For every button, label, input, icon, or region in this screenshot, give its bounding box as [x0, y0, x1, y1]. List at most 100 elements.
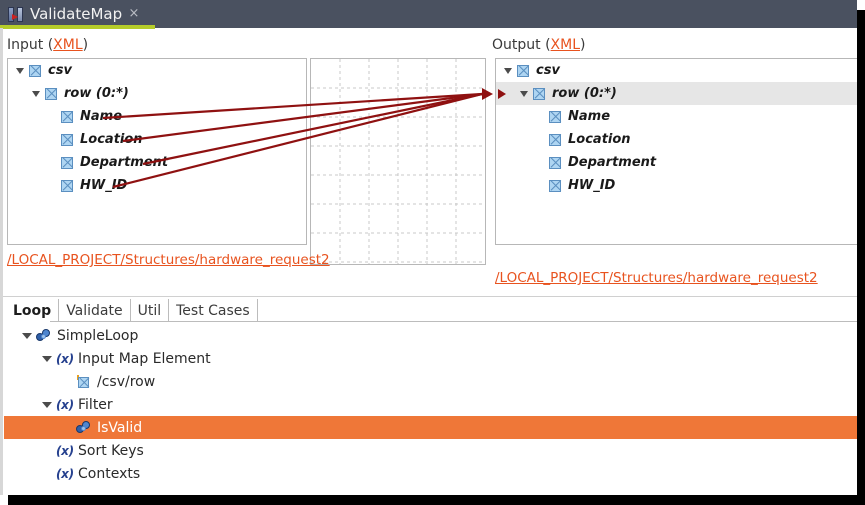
- loop-tree-item-label: SimpleLoop: [57, 327, 139, 344]
- input-tree-row-location[interactable]: Location: [8, 128, 306, 151]
- xml-element-icon: [61, 179, 73, 192]
- output-tree-row-name[interactable]: Name: [496, 105, 859, 128]
- tree-item-label: csv: [48, 63, 72, 78]
- output-xml-link[interactable]: XML: [550, 37, 581, 53]
- loop-tree-row-filter[interactable]: (x) Filter: [4, 393, 857, 416]
- gears-icon: [76, 421, 91, 434]
- tree-spacer: [48, 135, 57, 144]
- chevron-down-icon[interactable]: [32, 89, 41, 98]
- input-panel-header: Input (XML): [7, 37, 88, 53]
- tree-spacer: [42, 446, 52, 456]
- output-structure-path-link[interactable]: /LOCAL_PROJECT/Structures/hardware_reque…: [495, 270, 818, 286]
- workspace-tab-strip: Loop Validate Util Test Cases: [6, 299, 258, 321]
- tree-item-label: csv: [536, 63, 560, 78]
- tab-label: Test Cases: [176, 303, 250, 319]
- input-tree-row-hw-id[interactable]: HW_ID: [8, 174, 306, 197]
- tree-item-label: HW_ID: [568, 178, 616, 193]
- output-tree-row-location[interactable]: Location: [496, 128, 859, 151]
- tree-item-label: HW_ID: [80, 178, 128, 193]
- xml-element-icon: [61, 110, 73, 123]
- tab-strip-active-gap: [6, 321, 50, 322]
- tab-loop[interactable]: Loop: [6, 299, 60, 321]
- tree-item-label: row (0:*): [552, 86, 617, 101]
- tree-item-label: Location: [568, 132, 631, 147]
- loop-tree-item-label: Filter: [78, 396, 113, 413]
- editor-tab-validatemap[interactable]: ValidateMap: [0, 0, 155, 28]
- tab-label: Loop: [13, 303, 52, 319]
- function-icon: (x): [56, 443, 74, 458]
- chevron-down-icon[interactable]: [504, 66, 513, 75]
- loop-tree-item-label: Contexts: [78, 465, 141, 482]
- input-structure-path-link[interactable]: /LOCAL_PROJECT/Structures/hardware_reque…: [7, 252, 330, 268]
- xml-element-icon: [549, 133, 561, 146]
- function-icon: (x): [56, 466, 74, 481]
- window-edge-left: [0, 28, 3, 495]
- loop-tree-item-label: /csv/row: [97, 373, 156, 390]
- output-tree-row-csv[interactable]: csv: [496, 59, 859, 82]
- input-tree-row-name[interactable]: Name: [8, 105, 306, 128]
- loop-tree-row-contexts[interactable]: (x) Contexts: [4, 462, 857, 485]
- output-header-prefix: Output (: [492, 37, 551, 53]
- loop-tree-item-label: IsValid: [97, 419, 143, 436]
- output-tree-row-department[interactable]: Department: [496, 151, 859, 174]
- map-editor-icon: [8, 6, 23, 22]
- chevron-down-icon[interactable]: [42, 400, 52, 410]
- close-icon[interactable]: ×: [128, 6, 140, 21]
- chevron-down-icon[interactable]: [520, 89, 529, 98]
- input-tree-row-row-0-[interactable]: row (0:*): [8, 82, 306, 105]
- title-bar: ValidateMap ×: [0, 0, 857, 28]
- tree-spacer: [536, 135, 545, 144]
- loop-detail-tree[interactable]: SimpleLoop(x)Input Map Element/csv/row(x…: [4, 324, 857, 489]
- window-shadow-bottom: [8, 495, 865, 505]
- tree-item-label: Department: [568, 155, 657, 170]
- xml-element-icon: [549, 179, 561, 192]
- input-header-suffix: ): [82, 37, 89, 53]
- output-tree-row-row-0-[interactable]: row (0:*): [496, 82, 859, 105]
- tree-item-label: Name: [80, 109, 123, 124]
- loop-tree-row-simpleloop[interactable]: SimpleLoop: [4, 324, 857, 347]
- tree-spacer: [48, 158, 57, 167]
- loop-tree-row-isvalid[interactable]: IsValid: [4, 416, 857, 439]
- xml-element-icon: [517, 64, 529, 77]
- tab-validate[interactable]: Validate: [59, 299, 131, 321]
- selection-arrow-icon: [498, 89, 506, 99]
- tree-spacer: [536, 112, 545, 121]
- tree-item-label: Name: [568, 109, 611, 124]
- output-tree-row-hw-id[interactable]: HW_ID: [496, 174, 859, 197]
- xml-element-icon: [29, 64, 41, 77]
- tab-strip-underline: [6, 321, 857, 322]
- input-header-prefix: Input (: [7, 37, 54, 53]
- function-icon: (x): [56, 397, 74, 412]
- tree-item-label: Location: [80, 132, 143, 147]
- input-tree-row-department[interactable]: Department: [8, 151, 306, 174]
- xml-element-icon: [61, 133, 73, 146]
- tab-util[interactable]: Util: [130, 299, 170, 321]
- tab-test-cases[interactable]: Test Cases: [169, 299, 258, 321]
- xml-element-icon: [45, 87, 57, 100]
- mapping-canvas[interactable]: [310, 58, 486, 265]
- input-tree-row-csv[interactable]: csv: [8, 59, 306, 82]
- horizontal-divider: [3, 296, 857, 297]
- tree-item-label: row (0:*): [64, 86, 129, 101]
- input-xml-link[interactable]: XML: [53, 37, 83, 53]
- tab-label: Util: [137, 303, 162, 319]
- loop-tree-item-label: Sort Keys: [78, 442, 144, 459]
- chevron-down-icon[interactable]: [42, 354, 52, 364]
- tree-spacer: [48, 181, 57, 190]
- gears-icon: [36, 329, 51, 342]
- map-element-icon: [76, 374, 91, 389]
- chevron-down-icon[interactable]: [22, 331, 32, 341]
- chevron-down-icon[interactable]: [16, 66, 25, 75]
- xml-element-icon: [549, 110, 561, 123]
- xml-element-icon: [61, 156, 73, 169]
- loop-tree-row--csv-row[interactable]: /csv/row: [4, 370, 857, 393]
- xml-element-icon: [533, 87, 545, 100]
- canvas-grid: [311, 59, 485, 264]
- tree-spacer: [62, 423, 72, 433]
- loop-tree-item-label: Input Map Element: [78, 350, 211, 367]
- loop-tree-row-sort-keys[interactable]: (x) Sort Keys: [4, 439, 857, 462]
- loop-tree-row-input-map-element[interactable]: (x)Input Map Element: [4, 347, 857, 370]
